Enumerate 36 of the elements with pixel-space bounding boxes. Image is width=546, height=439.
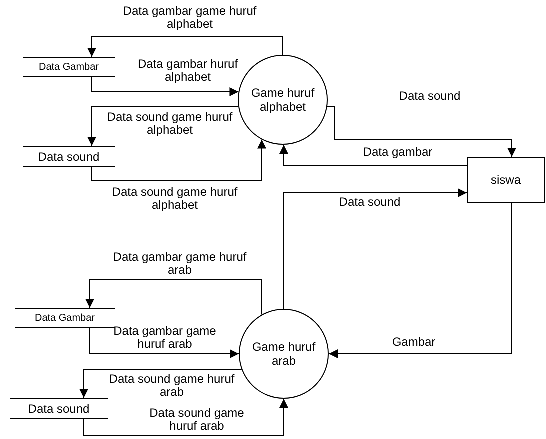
flow-arrow <box>92 139 266 182</box>
data-store <box>15 308 115 328</box>
node-label: Data sound <box>37 150 101 164</box>
edge-label: Data gambar game huruf alphabet <box>122 5 258 31</box>
flow-arrow <box>80 370 242 398</box>
edge-label: Data sound game huruf arab <box>148 407 246 433</box>
edge-label: Data gambar <box>362 146 434 159</box>
flow-arrow <box>86 280 262 316</box>
node-label: Game huruf alphabet <box>250 86 316 114</box>
entity-box <box>467 157 545 203</box>
edge-label: Gambar <box>391 336 437 349</box>
edge-label: Data gambar game huruf arab <box>112 251 248 277</box>
flow-arrow <box>88 36 284 58</box>
flow-arrow <box>280 144 468 166</box>
edge-label: Data sound <box>338 196 402 209</box>
node-label: Data Gambar <box>38 62 100 72</box>
node-label: Game huruf arab <box>251 340 317 368</box>
node-label: Data Gambar <box>34 312 96 324</box>
flow-arrow <box>284 188 468 310</box>
edge-label: Data sound game huruf alphabet <box>106 111 234 137</box>
flow-arrow <box>92 76 240 96</box>
flow-arrow <box>328 202 512 358</box>
node-label: siswa <box>490 173 522 187</box>
flow-arrow <box>90 328 240 358</box>
data-store <box>23 57 115 77</box>
edge-label: Data sound game huruf arab <box>108 373 236 399</box>
flow-arrow <box>326 106 516 158</box>
node-label: Data sound <box>27 402 91 416</box>
data-store <box>10 398 108 419</box>
edge-label: Data gambar huruf alphabet <box>136 58 240 84</box>
data-store <box>23 146 115 167</box>
flow-arrow <box>84 398 288 436</box>
edge-label: Data sound game huruf alphabet <box>111 186 239 212</box>
edge-label: Data gambar game huruf arab <box>112 325 218 351</box>
flow-arrow <box>88 106 240 146</box>
edge-label: Data sound <box>398 90 462 103</box>
